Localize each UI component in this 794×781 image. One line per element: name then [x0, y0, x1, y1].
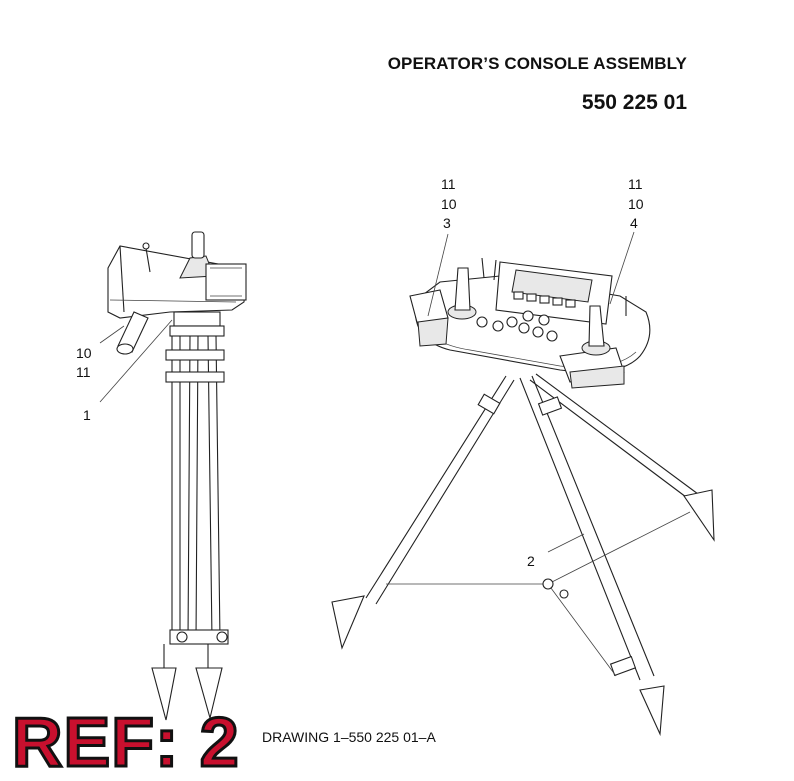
leader-line: [427, 233, 449, 317]
leader-line: [547, 533, 585, 553]
callout-1: 1: [83, 407, 91, 423]
callout-2: 2: [527, 553, 535, 569]
callout-10-top-right: 10: [628, 196, 644, 212]
console-top-view: [409, 257, 651, 389]
leader-line: [609, 231, 635, 305]
drawing-title: OPERATOR’S CONSOLE ASSEMBLY: [387, 54, 687, 73]
ref-stamp: REF: 2: [11, 703, 241, 781]
side-view-console: [107, 231, 247, 355]
callout-10-left: 10: [76, 345, 92, 361]
callout-11-top-left: 11: [441, 176, 456, 192]
leader-line: [99, 319, 173, 403]
callout-10-top-left: 10: [441, 196, 457, 212]
drawing-number: DRAWING 1–550 225 01–A: [262, 729, 436, 745]
leader-line: [99, 325, 125, 344]
side-view-stand: [151, 335, 229, 721]
callout-3: 3: [443, 215, 451, 231]
callout-11-left: 11: [76, 364, 91, 380]
part-number: 550 225 01: [581, 91, 687, 114]
tripod-legs: [331, 373, 715, 737]
callout-4: 4: [630, 215, 638, 231]
callout-11-top-right: 11: [628, 176, 643, 192]
